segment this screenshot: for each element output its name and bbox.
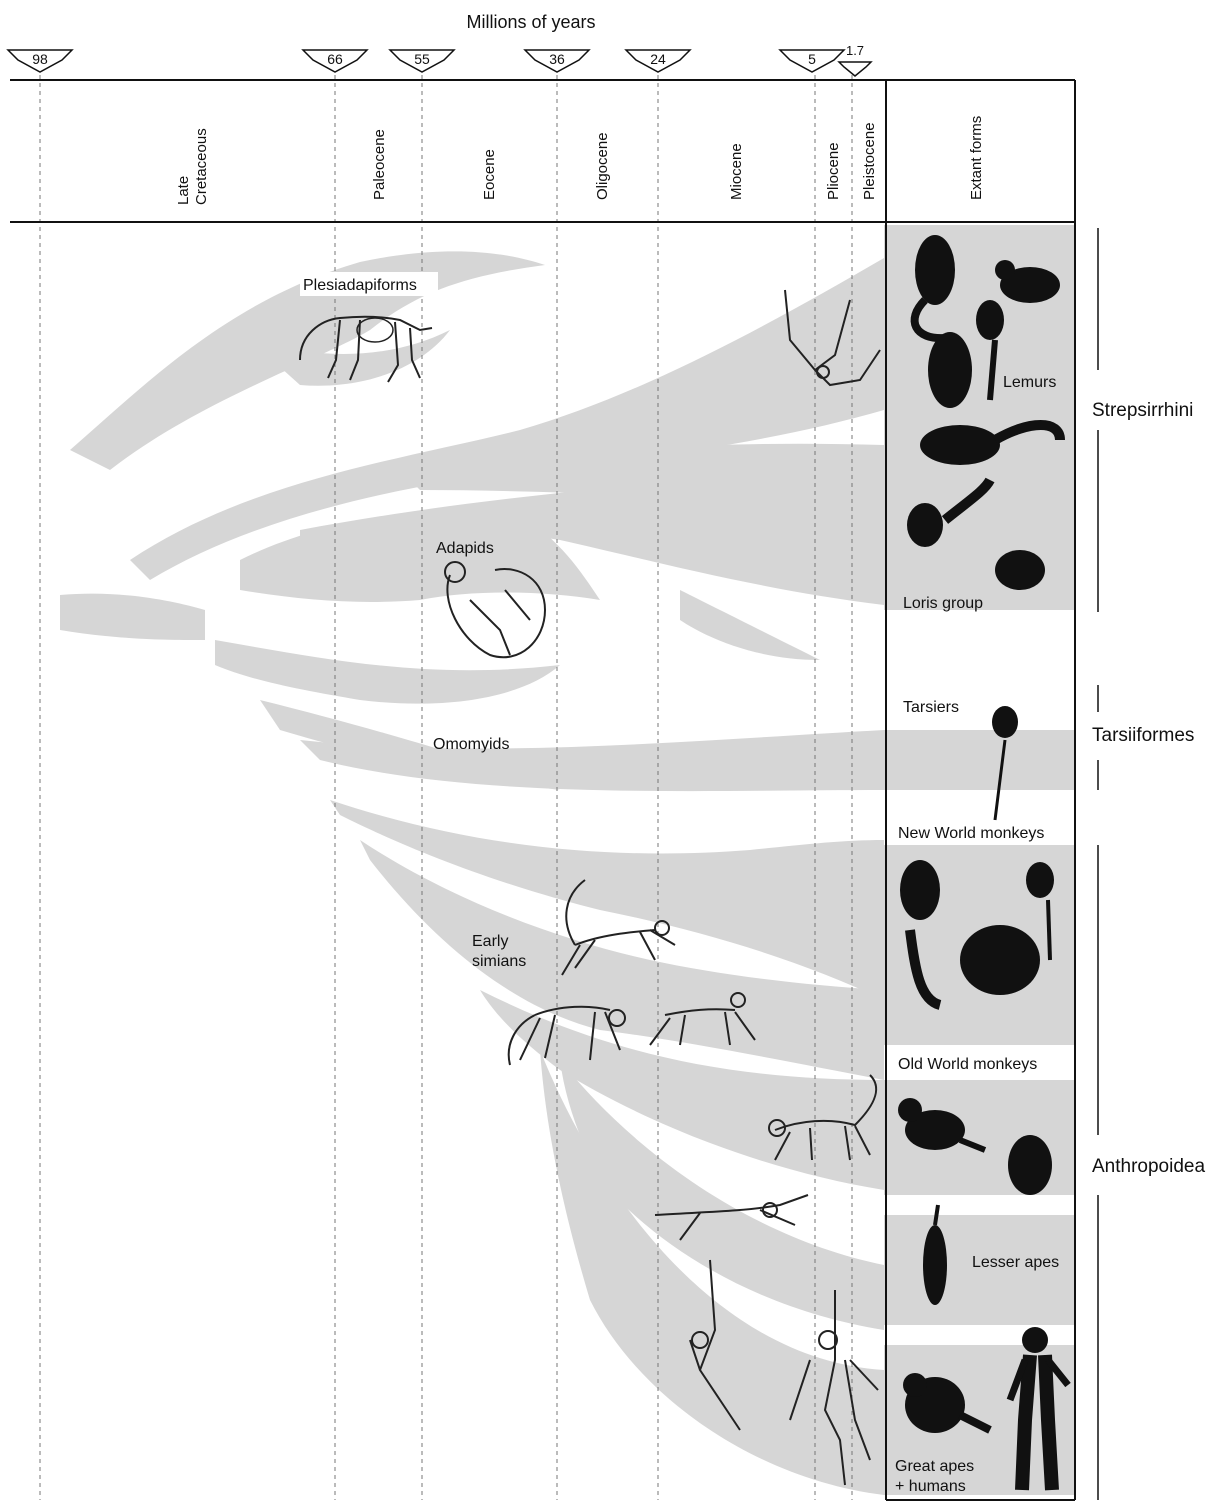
axis-title: Millions of years xyxy=(466,12,595,32)
svg-text:66: 66 xyxy=(327,51,343,67)
branch-adapid-side xyxy=(680,590,820,660)
epoch-late: Late xyxy=(175,176,192,205)
label-omomyids: Omomyids xyxy=(433,736,509,753)
epoch-cretaceous: Cretaceous xyxy=(193,128,210,205)
group-tarsiiformes: Tarsiiformes xyxy=(1092,725,1194,746)
label-adapids: Adapids xyxy=(436,540,494,557)
marker-5: 5 xyxy=(780,50,844,72)
epoch-pleistocene: Pleistocene xyxy=(861,122,878,200)
marker-36: 36 xyxy=(525,50,589,72)
label-lemurs: Lemurs xyxy=(1003,374,1056,391)
marker-1.7: 1.7 xyxy=(839,43,871,76)
marker-55: 55 xyxy=(390,50,454,72)
time-markers: 98 66 55 36 24 5 1.7 xyxy=(8,43,871,76)
label-great-apes-2: + humans xyxy=(895,1478,966,1495)
svg-text:36: 36 xyxy=(549,51,565,67)
epoch-eocene: Eocene xyxy=(481,149,498,200)
label-early-simians-2: simians xyxy=(472,953,526,970)
label-great-apes-1: Great apes xyxy=(895,1458,974,1475)
lineage-branches xyxy=(60,225,1074,1495)
svg-text:24: 24 xyxy=(650,51,666,67)
marker-24: 24 xyxy=(626,50,690,72)
epoch-oligocene: Oligocene xyxy=(594,132,611,200)
label-loris-group: Loris group xyxy=(903,595,983,612)
marker-66: 66 xyxy=(303,50,367,72)
label-new-world-monkeys: New World monkeys xyxy=(898,825,1044,842)
epoch-miocene: Miocene xyxy=(728,143,745,200)
extant-fill-tarsiers xyxy=(884,730,1074,790)
root-trunk xyxy=(60,594,205,640)
label-early-simians-1: Early xyxy=(472,933,508,950)
group-anthropoidea: Anthropoidea xyxy=(1092,1156,1205,1177)
epoch-pliocene: Pliocene xyxy=(825,142,842,200)
group-strepsirrhini: Strepsirrhini xyxy=(1092,400,1193,421)
svg-text:55: 55 xyxy=(414,51,430,67)
svg-text:5: 5 xyxy=(808,51,816,67)
epoch-labels: Late Cretaceous Paleocene Eocene Oligoce… xyxy=(175,116,985,205)
label-old-world-monkeys: Old World monkeys xyxy=(898,1056,1037,1073)
epoch-paleocene: Paleocene xyxy=(371,129,388,200)
epoch-extant-forms: Extant forms xyxy=(968,116,985,200)
label-tarsiers: Tarsiers xyxy=(903,699,959,716)
marker-98: 98 xyxy=(8,50,72,72)
label-lesser-apes: Lesser apes xyxy=(972,1254,1059,1271)
label-plesiadapiforms: Plesiadapiforms xyxy=(303,277,417,294)
svg-text:1.7: 1.7 xyxy=(846,43,864,58)
svg-text:98: 98 xyxy=(32,51,48,67)
